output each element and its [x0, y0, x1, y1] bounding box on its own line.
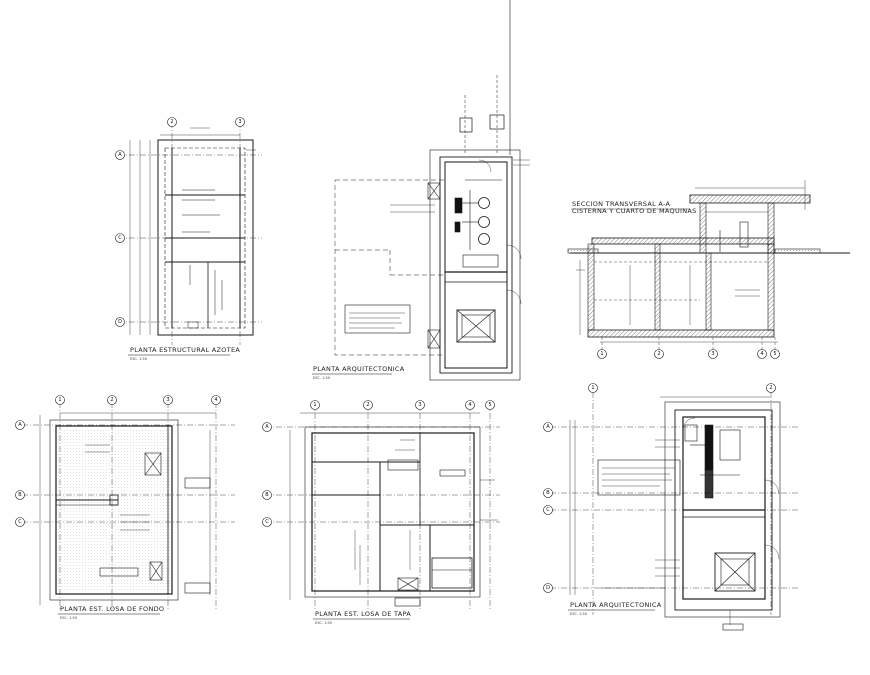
svg-text:4: 4 [468, 402, 471, 408]
svg-text:5: 5 [488, 402, 491, 408]
scale-architectural-top: ESC. 1:50 [313, 376, 330, 380]
svg-text:C: C [18, 519, 22, 525]
plan-architectural-top [334, 0, 530, 381]
title-section-line2: CISTERNA Y CUARTO DE MAQUINAS [572, 207, 697, 215]
title-section-line1: SECCION TRANSVERSAL A-A [572, 200, 670, 208]
grid-bubbles-cover: 1 2 3 4 5 A B C [262, 400, 495, 527]
svg-text:C: C [546, 507, 550, 513]
svg-text:C: C [265, 519, 269, 525]
grid-bubbles-architectural-bottom: 1 2 A B C D [543, 383, 776, 593]
plan-structural-roof [118, 122, 262, 345]
svg-text:2: 2 [110, 397, 113, 403]
svg-text:4: 4 [760, 351, 763, 357]
grid-bubbles-section: 1 2 3 4 5 [597, 349, 780, 359]
svg-text:1: 1 [600, 351, 603, 357]
svg-text:3: 3 [238, 119, 241, 125]
title-architectural-top: PLANTA ARQUITECTONICA [313, 365, 405, 373]
svg-text:2: 2 [657, 351, 660, 357]
svg-text:1: 1 [591, 385, 594, 391]
plan-cover-slab [265, 402, 500, 610]
svg-text:5: 5 [773, 351, 776, 357]
scale-cover-slab: ESC. 1:50 [315, 621, 332, 625]
section-cistern-machine-room [567, 180, 850, 350]
svg-text:D: D [118, 319, 122, 325]
svg-text:2: 2 [170, 119, 173, 125]
title-structural-roof: PLANTA ESTRUCTURAL AZOTEA [130, 346, 240, 354]
scale-foundation-slab: ESC. 1:50 [60, 616, 77, 620]
plan-foundation-slab [22, 402, 235, 610]
svg-text:2: 2 [769, 385, 772, 391]
scale-architectural-bottom: ESC. 1:50 [570, 612, 587, 616]
plan-architectural-bottom [550, 392, 800, 631]
svg-text:B: B [265, 492, 269, 498]
svg-text:1: 1 [313, 402, 316, 408]
svg-text:A: A [118, 152, 122, 158]
svg-text:C: C [118, 235, 122, 241]
svg-text:B: B [546, 490, 550, 496]
svg-text:D: D [546, 585, 550, 591]
svg-text:3: 3 [711, 351, 714, 357]
svg-text:A: A [18, 422, 22, 428]
svg-text:1: 1 [58, 397, 61, 403]
scale-structural-roof: ESC. 1:50 [130, 357, 147, 361]
svg-text:4: 4 [214, 397, 217, 403]
svg-text:3: 3 [166, 397, 169, 403]
svg-text:A: A [265, 424, 269, 430]
svg-text:2: 2 [366, 402, 369, 408]
svg-text:3: 3 [418, 402, 421, 408]
svg-text:B: B [18, 492, 22, 498]
grid-bubbles-foundation: 1 2 3 4 A B C [15, 395, 221, 527]
grid-bubbles-roof: 2 3 A C D [115, 117, 245, 327]
title-architectural-bottom: PLANTA ARQUITECTONICA [570, 601, 662, 609]
title-foundation-slab: PLANTA EST. LOSA DE FONDO [60, 605, 164, 613]
svg-text:A: A [546, 424, 550, 430]
title-cover-slab: PLANTA EST. LOSA DE TAPA [315, 610, 411, 618]
